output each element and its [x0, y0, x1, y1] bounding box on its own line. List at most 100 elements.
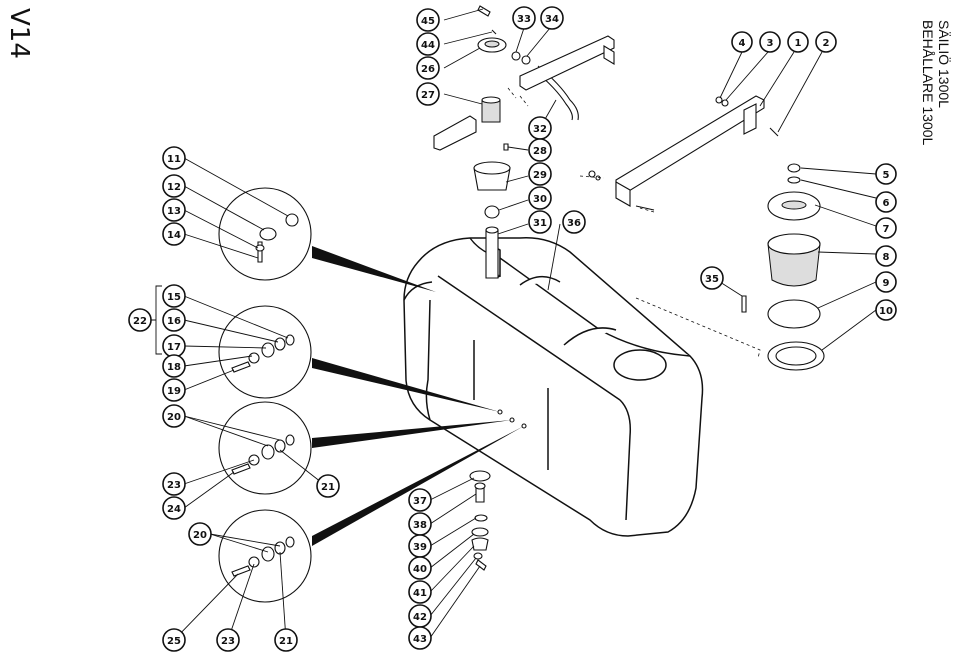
svg-text:21: 21: [321, 482, 335, 493]
detail-circle-1: [183, 157, 436, 292]
callout-c4: 4: [731, 31, 753, 53]
callout-c12: 12: [162, 174, 186, 198]
svg-text:35: 35: [705, 274, 719, 285]
svg-text:24: 24: [167, 504, 181, 515]
svg-text:7: 7: [883, 224, 890, 235]
callout-c9: 9: [875, 271, 897, 293]
callout-c40: 40: [408, 556, 432, 580]
callout-c42: 42: [408, 604, 432, 628]
svg-text:10: 10: [879, 306, 893, 317]
callout-c14: 14: [162, 222, 186, 246]
callout-c1: 1: [787, 31, 809, 53]
callout-c6: 6: [875, 191, 897, 213]
callout-c8: 8: [875, 245, 897, 267]
svg-text:13: 13: [167, 206, 181, 217]
callout-c35: 35: [700, 266, 724, 290]
callout-c41: 41: [408, 580, 432, 604]
filler-parts: [443, 5, 579, 279]
callout-c3: 3: [759, 31, 781, 53]
callout-c23a: 23: [162, 472, 186, 496]
svg-text:39: 39: [413, 542, 427, 553]
svg-text:43: 43: [413, 634, 427, 645]
callout-c30: 30: [528, 186, 552, 210]
callout-c15: 15: [162, 284, 186, 308]
callout-c45: 45: [416, 8, 440, 32]
lid-basket-group: [719, 163, 877, 371]
callout-c32: 32: [528, 116, 552, 140]
detail-circle-4: [173, 426, 524, 641]
callout-c5: 5: [875, 163, 897, 185]
svg-text:8: 8: [883, 252, 890, 263]
svg-text:16: 16: [167, 316, 181, 327]
callout-c2: 2: [815, 31, 837, 53]
svg-text:2: 2: [823, 38, 830, 49]
svg-text:26: 26: [421, 64, 435, 75]
callout-c10: 10: [875, 299, 897, 321]
callout-c43: 43: [408, 626, 432, 650]
callout-c36: 36: [562, 210, 586, 234]
svg-text:27: 27: [421, 90, 435, 101]
svg-text:34: 34: [545, 14, 559, 25]
svg-text:36: 36: [567, 218, 581, 229]
drain-parts: [429, 470, 491, 639]
callout-c29: 29: [528, 162, 552, 186]
svg-text:28: 28: [533, 146, 547, 157]
callout-c16: 16: [162, 308, 186, 332]
svg-text:42: 42: [413, 612, 427, 623]
callout-c11: 11: [162, 146, 186, 170]
svg-text:15: 15: [167, 292, 181, 303]
callout-c13: 13: [162, 198, 186, 222]
svg-text:21: 21: [279, 636, 293, 647]
svg-text:37: 37: [413, 496, 427, 507]
callout-c33: 33: [512, 6, 536, 30]
svg-text:4: 4: [739, 38, 746, 49]
svg-text:29: 29: [533, 170, 547, 181]
svg-text:20: 20: [167, 412, 181, 423]
callout-c44: 44: [416, 32, 440, 56]
callout-c20a: 20: [162, 404, 186, 428]
callout-c20b: 20: [188, 522, 212, 546]
svg-text:25: 25: [167, 636, 181, 647]
svg-text:38: 38: [413, 520, 427, 531]
svg-text:45: 45: [421, 16, 435, 27]
detail-circle-3: [183, 401, 512, 509]
svg-text:14: 14: [167, 230, 181, 241]
svg-text:1: 1: [795, 38, 802, 49]
svg-text:9: 9: [883, 278, 890, 289]
detail-circle-2: [150, 285, 500, 412]
callout-c37: 37: [408, 488, 432, 512]
callout-c25: 25: [162, 628, 186, 652]
svg-text:41: 41: [413, 588, 427, 599]
svg-text:40: 40: [413, 564, 427, 575]
svg-text:6: 6: [883, 198, 890, 209]
svg-text:20: 20: [193, 530, 207, 541]
callout-c31: 31: [528, 210, 552, 234]
svg-text:17: 17: [167, 342, 181, 353]
callout-c28: 28: [528, 138, 552, 162]
svg-text:30: 30: [533, 194, 547, 205]
svg-text:19: 19: [167, 386, 181, 397]
svg-text:22: 22: [133, 316, 147, 327]
tank-body: [403, 237, 761, 537]
callout-c7: 7: [875, 217, 897, 239]
callout-c21a: 21: [316, 474, 340, 498]
callout-c19: 19: [162, 378, 186, 402]
callout-c21b: 21: [274, 628, 298, 652]
svg-text:11: 11: [167, 154, 181, 165]
callout-c34: 34: [540, 6, 564, 30]
svg-text:44: 44: [421, 40, 435, 51]
callout-c27: 27: [416, 82, 440, 106]
callout-c24: 24: [162, 496, 186, 520]
callout-c22: 22: [128, 308, 152, 332]
svg-text:3: 3: [767, 38, 774, 49]
svg-text:23: 23: [221, 636, 235, 647]
callout-c17: 17: [162, 334, 186, 358]
svg-text:23: 23: [167, 480, 181, 491]
svg-text:12: 12: [167, 182, 181, 193]
frame-brackets: [433, 35, 823, 213]
svg-text:32: 32: [533, 124, 547, 135]
svg-text:33: 33: [517, 14, 531, 25]
callout-c39: 39: [408, 534, 432, 558]
svg-text:31: 31: [533, 218, 547, 229]
